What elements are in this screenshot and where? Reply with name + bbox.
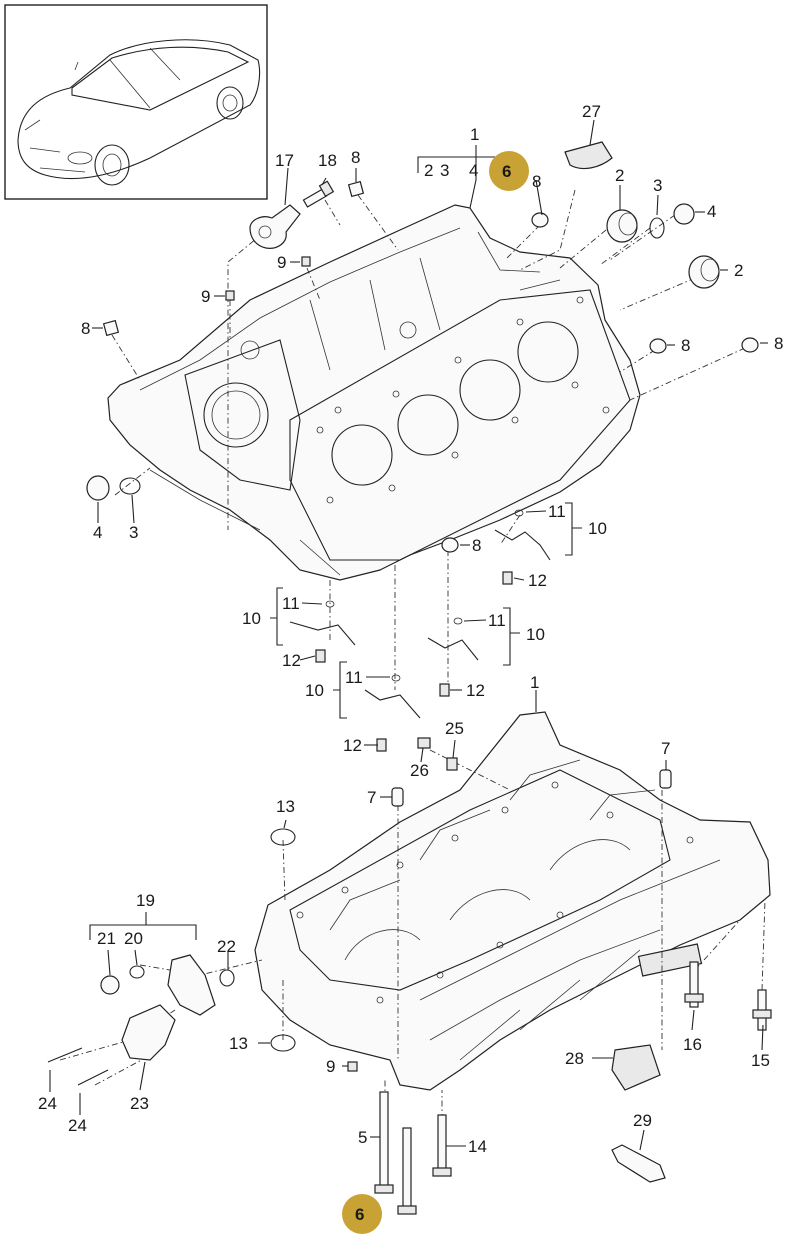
label-10-b: 10 [242, 609, 261, 628]
upper-crankcase [107, 204, 641, 581]
pointer-lines [49, 119, 768, 1151]
label-8-e: 8 [774, 334, 783, 353]
small-parts [47, 141, 772, 1215]
label-19: 19 [136, 891, 155, 910]
label-8-a: 8 [351, 148, 360, 167]
badge-6-bottom [342, 1194, 382, 1234]
label-5: 5 [358, 1128, 367, 1147]
label-1-top: 1 [470, 125, 479, 144]
label-12-b: 12 [282, 651, 301, 670]
label-7-a: 7 [661, 739, 670, 758]
vehicle-thumbnail [4, 4, 268, 200]
label-27: 27 [582, 102, 601, 121]
label-4-set: 4 [469, 161, 478, 180]
label-12-c: 12 [466, 681, 485, 700]
label-4-b: 4 [93, 523, 102, 542]
label-12-d: 12 [343, 736, 362, 755]
label-13-a: 13 [276, 797, 295, 816]
label-11-a: 11 [548, 502, 566, 521]
label-16: 16 [683, 1035, 702, 1054]
label-20: 20 [124, 929, 143, 948]
label-9-a: 9 [277, 253, 286, 272]
label-8-b: 8 [532, 172, 541, 191]
highlight-badges: 6 6 [342, 151, 529, 1234]
label-28: 28 [565, 1049, 584, 1068]
bracket-lines [89, 145, 582, 940]
label-8-d: 8 [681, 336, 690, 355]
label-9-b: 9 [201, 287, 210, 306]
label-10-c: 10 [526, 625, 545, 644]
label-3-b: 3 [129, 523, 138, 542]
label-7-b: 7 [367, 788, 376, 807]
label-8-c: 8 [81, 319, 90, 338]
part-labels: 1 2 3 4 17 18 8 8 27 2 3 4 2 9 9 8 8 8 4… [38, 102, 783, 1156]
label-11-d: 11 [345, 668, 363, 687]
label-2-a: 2 [615, 166, 624, 185]
label-4-a: 4 [707, 202, 716, 221]
label-13-b: 13 [229, 1034, 248, 1053]
badge-6-top-label: 6 [502, 162, 511, 181]
label-3-set: 3 [440, 161, 449, 180]
label-11-c: 11 [488, 611, 506, 630]
label-15: 15 [751, 1051, 770, 1070]
badge-6-top [489, 151, 529, 191]
label-11-b: 11 [282, 594, 300, 613]
label-10-d: 10 [305, 681, 324, 700]
label-25: 25 [445, 719, 464, 738]
label-3-a: 3 [653, 176, 662, 195]
label-9-c: 9 [326, 1057, 335, 1076]
badge-6-bottom-label: 6 [355, 1205, 364, 1224]
lower-crankcase [254, 711, 771, 1091]
label-22: 22 [217, 937, 236, 956]
label-12-a: 12 [528, 571, 547, 590]
label-17: 17 [275, 151, 294, 170]
label-8-f: 8 [472, 536, 481, 555]
label-10-a: 10 [588, 519, 607, 538]
label-14: 14 [468, 1137, 487, 1156]
label-24-a: 24 [38, 1094, 57, 1113]
label-1-bottom: 1 [530, 673, 539, 692]
label-23: 23 [130, 1094, 149, 1113]
label-18: 18 [318, 151, 337, 170]
label-21: 21 [97, 929, 116, 948]
label-26: 26 [410, 761, 429, 780]
label-29: 29 [633, 1111, 652, 1130]
label-2-b: 2 [734, 261, 743, 280]
label-24-b: 24 [68, 1116, 87, 1135]
label-2-set: 2 [424, 161, 433, 180]
